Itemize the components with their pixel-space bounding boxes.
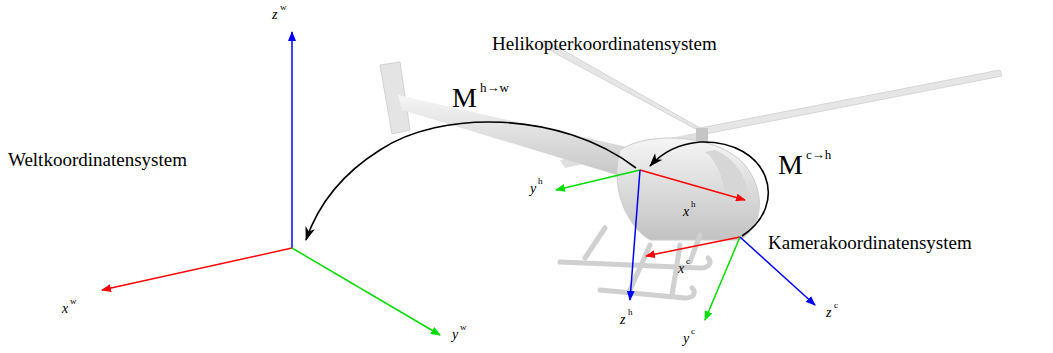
system-title: Helikopterkoordinatensystem xyxy=(492,34,717,53)
axis-superscript: c xyxy=(691,327,695,336)
axis-superscript: c xyxy=(686,257,690,266)
axis-label: z xyxy=(272,8,277,22)
axis-superscript: w xyxy=(460,323,467,332)
matrix-superscript: h→w xyxy=(480,81,509,94)
axis-superscript: w xyxy=(280,3,287,12)
axis-superscript: h xyxy=(538,177,543,186)
axis-superscript: w xyxy=(70,297,77,306)
system-title: Kamerakoordinatensystem xyxy=(768,233,972,252)
axis-superscript: c xyxy=(834,301,838,310)
axis-label: y xyxy=(452,328,458,342)
system-title: Weltkoordinatensystem xyxy=(8,150,187,169)
axis-label: z xyxy=(620,313,625,327)
matrix-symbol: M xyxy=(778,151,803,179)
axis-label: y xyxy=(683,332,689,346)
helicopter-axes xyxy=(556,170,745,300)
axis-label: x xyxy=(683,205,689,219)
world-axes xyxy=(102,32,440,335)
axis-label: z xyxy=(826,306,831,320)
matrix-superscript: c→h xyxy=(806,148,831,161)
matrix-symbol: M xyxy=(452,84,477,112)
axis-label: x xyxy=(678,262,684,276)
axis-label: x xyxy=(62,302,68,316)
transform-arrows xyxy=(306,122,768,240)
axis-superscript: h xyxy=(691,200,696,209)
axis-label: y xyxy=(530,182,536,196)
axis-superscript: h xyxy=(628,308,633,317)
helicopter xyxy=(380,40,1002,298)
